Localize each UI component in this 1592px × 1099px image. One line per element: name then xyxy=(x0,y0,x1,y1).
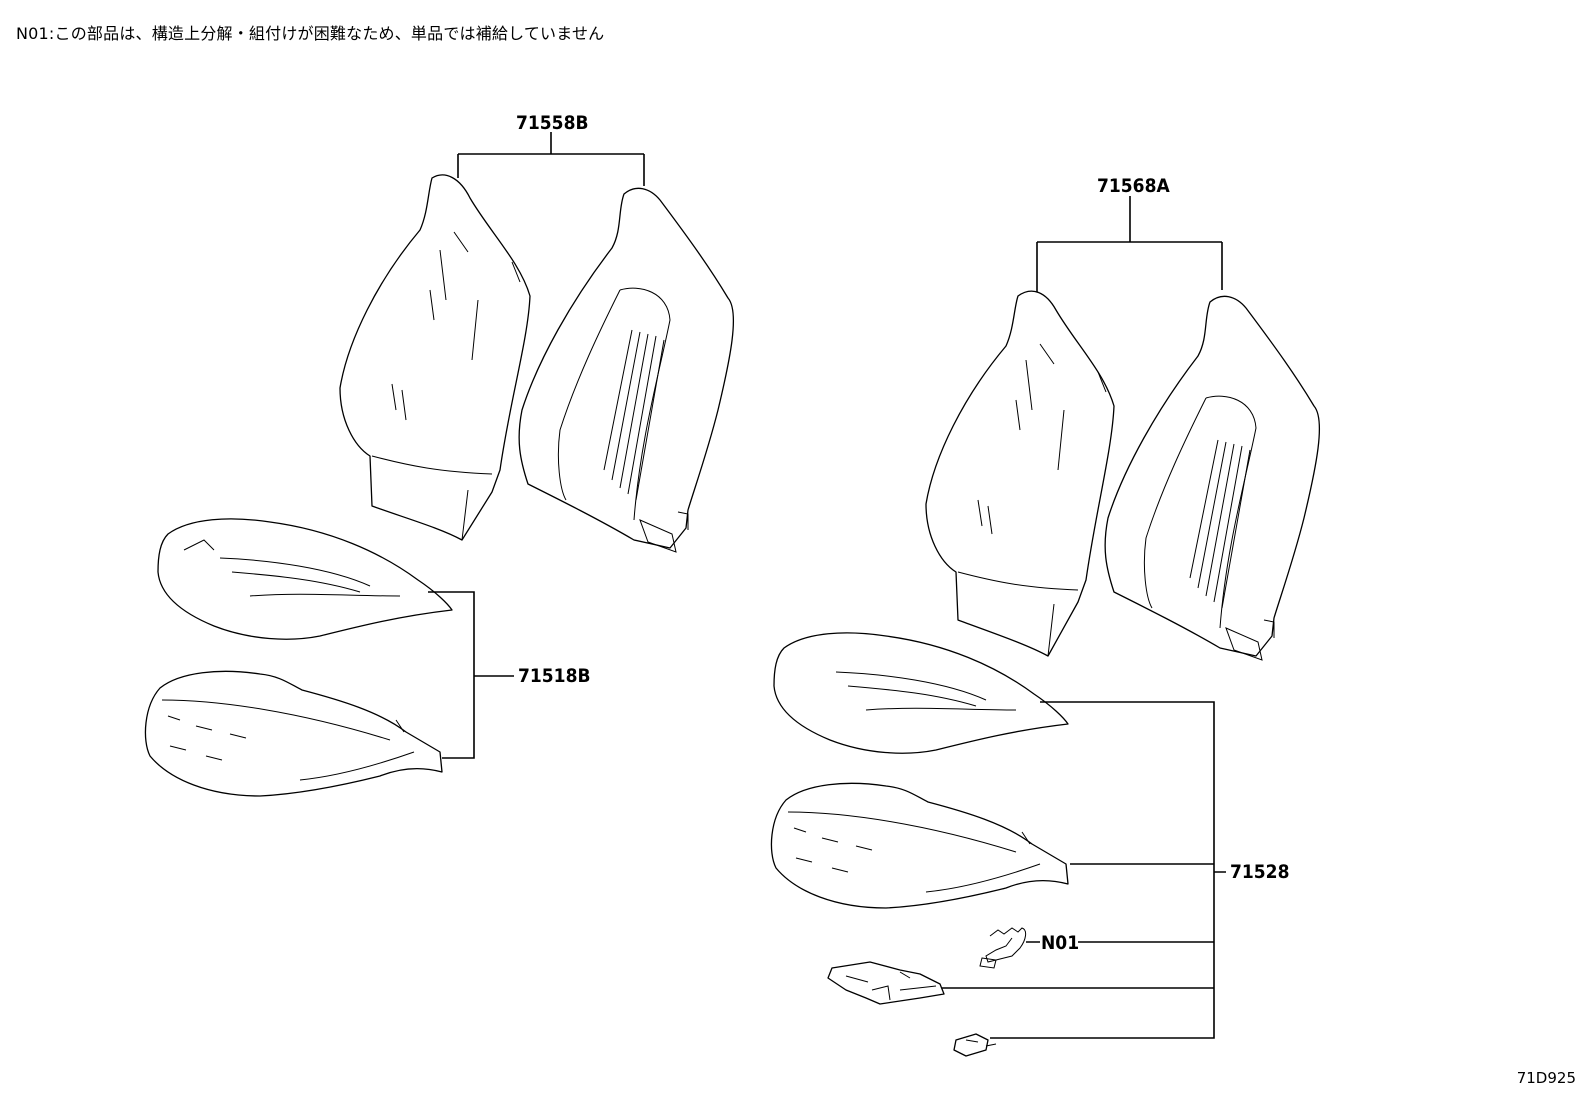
label-71528[interactable]: 71528 xyxy=(1230,861,1289,883)
bracket-part[interactable] xyxy=(827,961,945,1005)
label-71558B[interactable]: 71558B xyxy=(516,112,589,134)
leader-71558B xyxy=(457,132,645,186)
label-N01[interactable]: N01 xyxy=(1041,932,1079,954)
seatback-cover-right-rear[interactable] xyxy=(925,290,1115,657)
label-71518B[interactable]: 71518B xyxy=(518,665,591,687)
seat-cushion-cover-right-bottom[interactable] xyxy=(770,782,1069,909)
label-71568A[interactable]: 71568A xyxy=(1097,175,1170,197)
harness-part-n01[interactable] xyxy=(979,927,1027,969)
seat-cushion-cover-left-top[interactable] xyxy=(157,518,453,640)
leader-71518B xyxy=(428,591,514,759)
seat-cushion-cover-right-top[interactable] xyxy=(773,632,1069,754)
leader-71528 xyxy=(942,701,1226,1039)
seatback-cover-right-front[interactable] xyxy=(1104,295,1320,661)
footnote-text: N01:この部品は、構造上分解・組付けが困難なため、単品では補給していません xyxy=(16,24,605,43)
diagram-code: 71D925 xyxy=(1516,1069,1576,1087)
seat-cushion-cover-left-bottom[interactable] xyxy=(144,670,443,797)
seatback-cover-left-front[interactable] xyxy=(518,187,734,553)
seatback-cover-left-rear[interactable] xyxy=(339,174,531,541)
connector-part[interactable] xyxy=(953,1033,997,1057)
leader-71568A xyxy=(1036,196,1223,292)
